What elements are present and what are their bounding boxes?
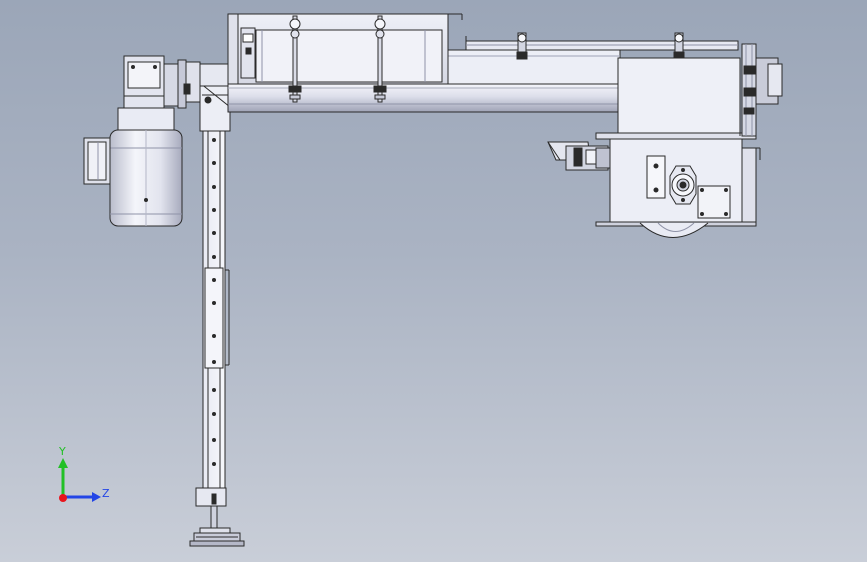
side-vent-cylinder <box>547 141 611 171</box>
triad-y-arrowhead <box>58 458 68 468</box>
outlet-bearing-box <box>595 138 761 238</box>
discharge-housing <box>595 43 783 140</box>
triad-z-label: Z <box>102 487 110 500</box>
hopper-clamp-right <box>373 15 387 103</box>
triad-x-origin <box>59 494 67 502</box>
corner-mount-plate <box>199 82 231 132</box>
orientation-triad: Y Z <box>58 445 110 502</box>
support-leg <box>202 94 230 506</box>
electric-motor <box>83 107 183 227</box>
triad-z-arrowhead <box>92 492 101 502</box>
hopper-clamp-left <box>288 15 302 103</box>
inlet-hopper <box>227 13 463 85</box>
triad-y-label: Y <box>58 445 66 458</box>
gearbox <box>123 55 229 109</box>
leg-bolt-holes <box>212 115 216 466</box>
top-cover-rail <box>465 32 739 60</box>
leveling-foot <box>189 487 245 547</box>
